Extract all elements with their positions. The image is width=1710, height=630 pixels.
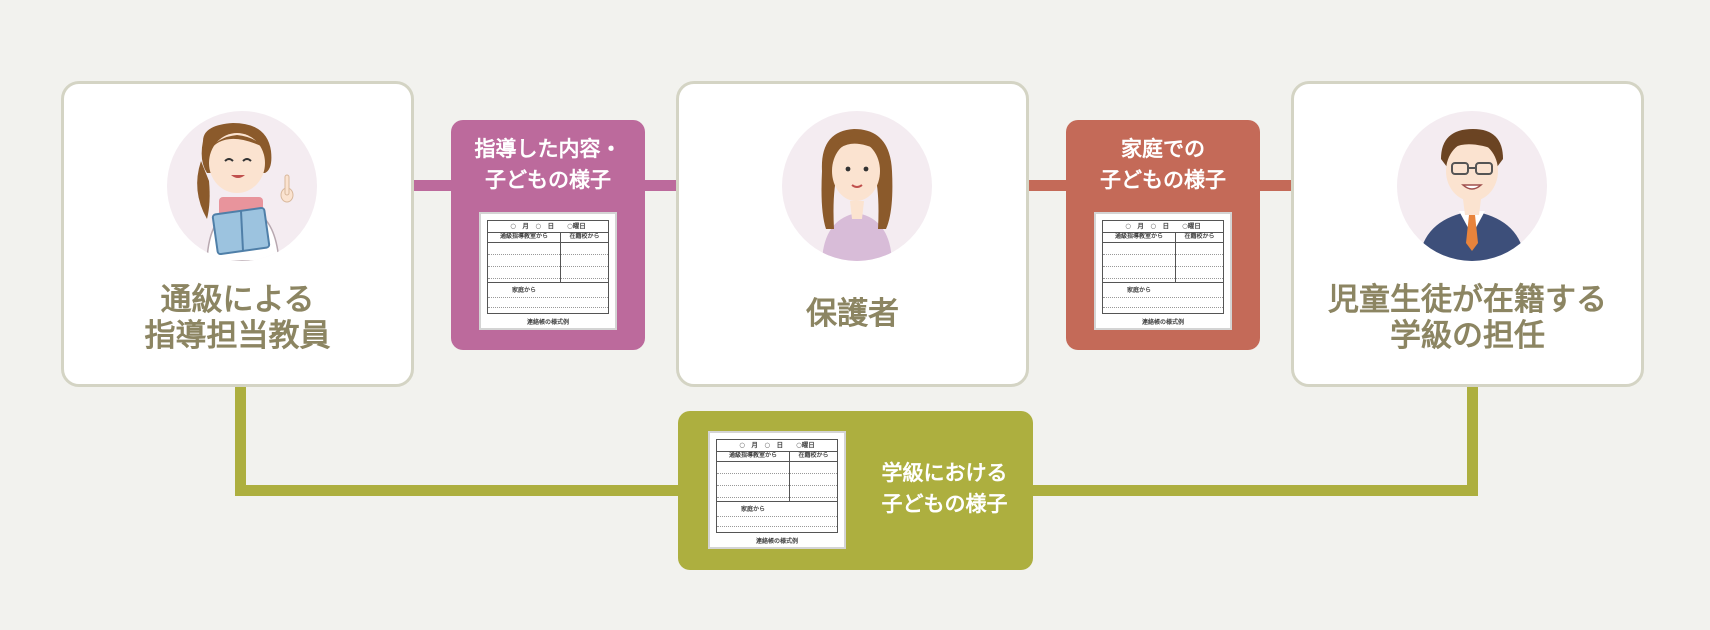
flow-box-guardian-to-homeroom: 家庭での 子どもの様子 ○ 月 ○ 日 ○曜日 通級指導教室から 在籍校から 家… — [1066, 120, 1260, 350]
form-col-right: 在籍校から — [790, 451, 837, 462]
teacher-label-line2: 指導担当教員 — [144, 318, 331, 354]
form-home: 家庭から — [1127, 287, 1152, 294]
flow-guardian-to-homeroom-line1: 家庭での — [1121, 137, 1205, 161]
form-date: ○ 月 ○ 日 ○曜日 — [717, 440, 837, 452]
flow-guardian-to-homeroom-line2: 子どもの様子 — [1100, 168, 1226, 192]
form-date: ○ 月 ○ 日 ○曜日 — [488, 221, 608, 233]
contact-notebook-form: ○ 月 ○ 日 ○曜日 通級指導教室から 在籍校から 家庭から 連絡帳の様式例 — [708, 431, 846, 549]
form-footer: 連絡帳の様式例 — [526, 319, 569, 326]
flow-box-guardian-to-homeroom-title: 家庭での 子どもの様子 — [1066, 134, 1260, 196]
homeroom-label: 児童生徒が在籍する 学級の担任 — [1294, 282, 1641, 354]
form-footer: 連絡帳の様式例 — [755, 538, 798, 545]
arrow-loop-left-up — [235, 380, 246, 496]
form-col-left: 通級指導教室から — [1103, 232, 1175, 243]
card-homeroom: 児童生徒が在籍する 学級の担任 — [1291, 81, 1644, 387]
flow-teacher-to-guardian-line2: 子どもの様子 — [485, 168, 611, 192]
form-footer: 連絡帳の様式例 — [1141, 319, 1184, 326]
form-col-right: 在籍校から — [561, 232, 608, 243]
guardian-label-text: 保護者 — [806, 296, 899, 332]
homeroom-teacher-icon — [1397, 111, 1547, 261]
form-col-right: 在籍校から — [1176, 232, 1223, 243]
flow-homeroom-to-teacher-line1: 学級における — [881, 461, 1008, 485]
flow-box-homeroom-to-teacher: ○ 月 ○ 日 ○曜日 通級指導教室から 在籍校から 家庭から 連絡帳の様式例 … — [678, 411, 1033, 570]
card-teacher: 通級による 指導担当教員 — [61, 81, 414, 387]
arrow-loop-right-down — [1467, 358, 1478, 496]
flow-teacher-to-guardian-line1: 指導した内容・ — [474, 137, 622, 161]
guardian-label: 保護者 — [679, 296, 1026, 332]
form-home: 家庭から — [512, 287, 537, 294]
teacher-icon — [167, 111, 317, 261]
contact-notebook-form: ○ 月 ○ 日 ○曜日 通級指導教室から 在籍校から 家庭から 連絡帳の様式例 — [1094, 212, 1232, 330]
teacher-label-line1: 通級による — [160, 282, 315, 318]
card-guardian: 保護者 — [676, 81, 1029, 387]
form-date: ○ 月 ○ 日 ○曜日 — [1103, 221, 1223, 233]
flow-homeroom-to-teacher-line2: 子どもの様子 — [881, 492, 1008, 516]
flow-box-teacher-to-guardian: 指導した内容・ 子どもの様子 ○ 月 ○ 日 ○曜日 通級指導教室から 在籍校か… — [451, 120, 645, 350]
contact-notebook-form: ○ 月 ○ 日 ○曜日 通級指導教室から 在籍校から 家庭から 連絡帳の様式例 — [479, 212, 617, 330]
guardian-icon — [782, 111, 932, 261]
teacher-label: 通級による 指導担当教員 — [64, 282, 411, 354]
flow-box-teacher-to-guardian-title: 指導した内容・ 子どもの様子 — [451, 134, 645, 196]
form-col-left: 通級指導教室から — [717, 451, 789, 462]
form-col-left: 通級指導教室から — [488, 232, 560, 243]
form-home: 家庭から — [741, 506, 766, 513]
homeroom-label-line2: 学級の担任 — [1390, 318, 1545, 354]
flow-box-homeroom-to-teacher-title: 学級における 子どもの様子 — [856, 458, 1033, 520]
homeroom-label-line1: 児童生徒が在籍する — [1328, 282, 1607, 318]
